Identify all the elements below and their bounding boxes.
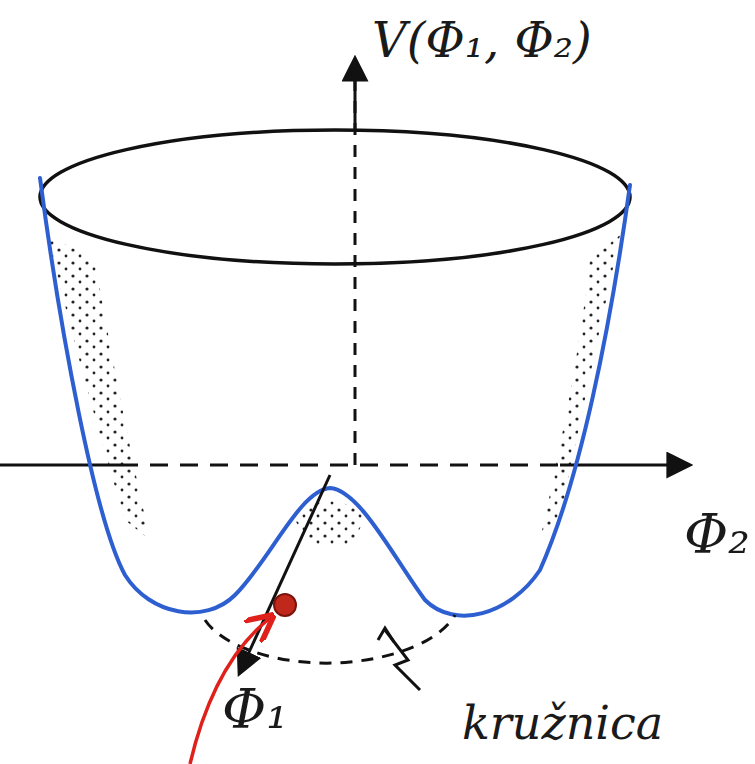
circle-label: kružnica (462, 698, 663, 749)
potential-label: V(Φ₁, Φ₂) (372, 14, 592, 67)
v-axis-top (354, 60, 357, 130)
axis-label: Φ₁ (222, 680, 288, 739)
phi2-axis-left (0, 464, 120, 467)
minimum-circle (205, 615, 455, 663)
phi1-axis (240, 475, 330, 672)
potential-profile (40, 178, 630, 616)
rim-ellipse (40, 130, 630, 264)
circle-leader-head (378, 628, 394, 642)
phi2-axis-right (560, 464, 688, 467)
phi2-axis-dashed (120, 464, 560, 467)
axis-label: Φ₂ (684, 505, 750, 564)
shading-right (540, 235, 620, 540)
vacuum-point (274, 594, 296, 616)
shading-hump (295, 501, 365, 545)
circle-leader (385, 630, 420, 690)
